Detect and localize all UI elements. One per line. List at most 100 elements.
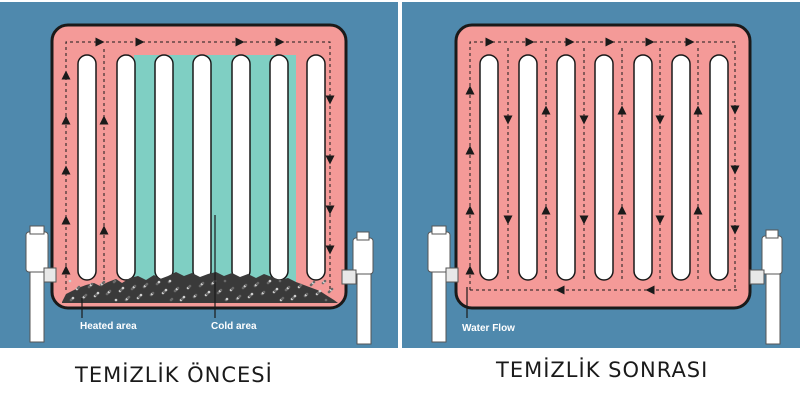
sludge-particle xyxy=(157,280,161,284)
valve-left-inlet-icon xyxy=(25,225,57,343)
flow-arrow-icon xyxy=(579,215,589,225)
sludge-particle xyxy=(244,283,248,287)
flow-arrow-icon xyxy=(61,215,71,225)
flow-arrow-icon xyxy=(655,115,665,125)
sludge-particle xyxy=(84,293,88,297)
caption-after-cleaning: TEMİZLİK SONRASI xyxy=(496,358,709,382)
sludge-particle xyxy=(250,292,254,296)
sludge-particle xyxy=(176,286,180,290)
sludge-particle xyxy=(168,279,172,283)
sludge-particle xyxy=(151,291,155,295)
flow-arrow-icon xyxy=(325,205,335,215)
radiator-column xyxy=(633,54,653,281)
sludge-particle xyxy=(127,295,131,299)
radiator-column xyxy=(116,54,136,281)
sludge-particle xyxy=(121,286,125,290)
flow-arrow-icon xyxy=(565,37,575,47)
sludge-particle xyxy=(170,297,174,301)
radiator-after-columns xyxy=(479,54,729,281)
sludge-particle xyxy=(90,282,94,286)
flow-arrow-icon xyxy=(275,37,285,47)
flow-arrow-icon xyxy=(541,105,551,115)
sludge-deposit xyxy=(62,272,338,303)
flow-arrow-icon xyxy=(579,115,589,125)
radiator-column xyxy=(231,54,251,281)
sludge-particle xyxy=(182,295,186,299)
cold-area-label: Cold area xyxy=(211,321,257,332)
sludge-particle xyxy=(293,294,297,298)
sludge-particle xyxy=(231,286,235,290)
flow-arrow-icon xyxy=(465,85,475,95)
flow-arrow-icon xyxy=(685,37,695,47)
flow-arrow-icon xyxy=(645,37,655,47)
valve-right-outlet-icon xyxy=(749,229,783,345)
flow-arrow-icon xyxy=(61,265,71,275)
flow-arrow-icon xyxy=(99,225,109,235)
sludge-particle xyxy=(139,293,143,297)
flow-arrow-icon xyxy=(61,115,71,125)
sludge-particle xyxy=(238,294,242,298)
radiator-column xyxy=(556,54,576,281)
sludge-particle xyxy=(164,288,168,292)
flow-arrows-after xyxy=(465,37,740,295)
flow-arrow-icon xyxy=(61,70,71,80)
sludge-particle xyxy=(188,284,192,288)
sludge-particle xyxy=(102,280,106,284)
water-flow-label: Water Flow xyxy=(462,323,515,334)
flow-arrow-icon xyxy=(555,285,565,295)
flow-arrow-icon xyxy=(99,115,109,125)
valve-right-inlet-icon xyxy=(427,225,459,343)
flow-arrow-icon xyxy=(503,115,513,125)
flow-arrow-icon xyxy=(95,37,105,47)
sludge-particle xyxy=(268,279,272,283)
flow-arrow-icon xyxy=(655,215,665,225)
flow-arrows-before xyxy=(61,37,335,290)
flow-arrow-icon xyxy=(730,225,740,235)
flow-arrow-icon xyxy=(503,215,513,225)
flow-arrow-icon xyxy=(135,37,145,47)
sludge-particle xyxy=(223,279,227,283)
radiator-column xyxy=(192,54,212,281)
sludge-particle xyxy=(207,290,211,294)
flow-arrow-icon xyxy=(465,265,475,275)
radiator-column xyxy=(518,54,538,281)
flow-arrow-icon xyxy=(485,37,495,47)
flow-arrow-icon xyxy=(730,105,740,115)
flow-arrow-icon xyxy=(617,105,627,115)
flow-path xyxy=(65,41,331,290)
sludge-particle xyxy=(219,288,223,292)
heated-area-label: Heated area xyxy=(80,321,137,332)
flow-arrow-icon xyxy=(541,205,551,215)
flow-arrow-icon xyxy=(325,155,335,165)
sludge-particle xyxy=(96,291,100,295)
sludge-particle xyxy=(225,297,229,301)
flow-arrow-icon xyxy=(325,245,335,255)
sludge-particle xyxy=(312,280,316,284)
sludge-particle xyxy=(323,279,327,283)
sludge-particle xyxy=(318,289,322,293)
flow-arrow-icon xyxy=(235,37,245,47)
radiator-column xyxy=(154,54,174,281)
sludge-particle xyxy=(262,290,266,294)
sludge-particle xyxy=(71,296,75,300)
sludge-particle xyxy=(133,284,137,288)
radiator-column xyxy=(594,54,614,281)
sludge-particle xyxy=(330,287,334,291)
flow-arrow-icon xyxy=(525,37,535,47)
sludge-particle xyxy=(287,285,291,289)
sludge-particle xyxy=(324,298,328,302)
sludge-particle xyxy=(113,279,117,283)
radiator-before-columns xyxy=(77,54,326,281)
sludge-particle xyxy=(275,287,279,291)
sludge-particle xyxy=(299,283,303,287)
sludge-particle xyxy=(194,293,198,297)
sludge-particle xyxy=(77,285,81,289)
radiator-column xyxy=(709,54,729,281)
sludge-texture xyxy=(68,279,334,302)
sludge-particle xyxy=(68,279,72,283)
panel-before: Heated area Cold area xyxy=(0,2,398,348)
sludge-particle xyxy=(114,298,118,302)
flow-arrow-icon xyxy=(693,105,703,115)
panel-after: Water Flow xyxy=(402,2,800,348)
